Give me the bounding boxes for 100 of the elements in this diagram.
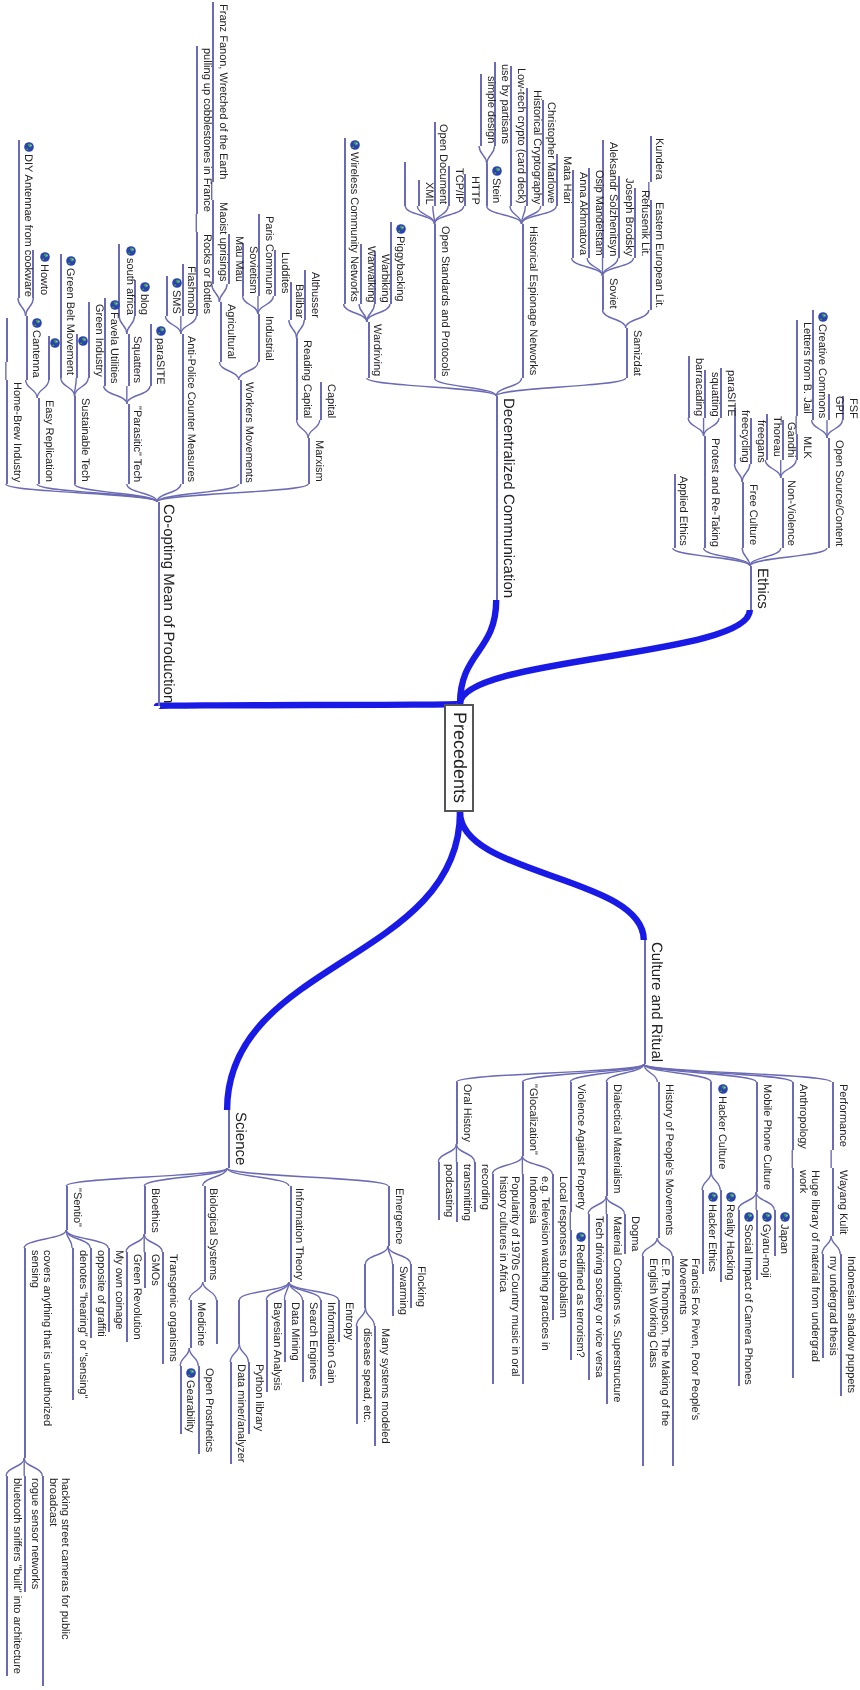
topic-node — [552, 1174, 569, 1320]
branch-line — [23, 1229, 67, 1249]
branch-line — [238, 1343, 250, 1363]
branch-line — [295, 319, 305, 339]
branch-line — [432, 205, 436, 225]
topic-node — [796, 434, 813, 461]
branch-line — [366, 377, 497, 397]
topic-node — [359, 244, 376, 305]
branch-line — [672, 547, 751, 567]
branch-line — [749, 547, 782, 567]
topic-node — [556, 154, 573, 206]
branch-line — [643, 1063, 658, 1083]
topic-node — [219, 302, 236, 362]
branch-line — [821, 1235, 832, 1255]
topic-node — [179, 1366, 197, 1435]
branch-line — [741, 463, 751, 483]
branch-line — [520, 205, 542, 225]
topic-node — [108, 1248, 125, 1332]
branch-line — [791, 1149, 793, 1169]
branch-line — [521, 1063, 645, 1083]
topic-node — [338, 1300, 355, 1342]
topic-node — [242, 244, 259, 296]
main-branch-line — [456, 599, 500, 705]
topic-line — [75, 334, 89, 378]
branch-line — [795, 415, 797, 435]
branch-line — [491, 1155, 524, 1175]
topic-node — [72, 1248, 89, 1401]
topic-node — [641, 1256, 671, 1466]
topic-node — [791, 1168, 821, 1378]
branch-line — [226, 1167, 389, 1187]
topic-node — [284, 1300, 301, 1363]
branch-line — [65, 1229, 91, 1249]
topic-node — [701, 1190, 719, 1274]
topic-node — [671, 1256, 701, 1466]
branch-line — [624, 309, 650, 329]
branch-line — [830, 1149, 832, 1169]
branch-line — [126, 483, 158, 503]
topic-node — [356, 1326, 373, 1425]
branch-line — [486, 145, 496, 165]
topic-node — [74, 396, 91, 484]
topic-node — [273, 250, 290, 296]
topic-node — [103, 298, 120, 386]
branch-line — [164, 315, 182, 335]
topic-node — [494, 62, 511, 147]
topic-node — [765, 414, 782, 459]
topic-node — [719, 368, 736, 419]
topic-node — [734, 408, 751, 465]
topic-node — [588, 1214, 605, 1380]
branch-line — [755, 1191, 757, 1211]
branch-line — [257, 295, 259, 315]
branch-line — [238, 361, 259, 381]
branch-line — [733, 463, 743, 483]
topic-node — [438, 1162, 455, 1220]
branch-line — [521, 1155, 553, 1175]
topic-node — [149, 324, 166, 387]
branch-line — [643, 1063, 832, 1083]
branch-line — [569, 1211, 571, 1231]
branch-line — [826, 419, 844, 439]
branch-line — [520, 205, 527, 225]
branch-line — [355, 1307, 367, 1327]
branch-line — [587, 1195, 608, 1215]
branch-line — [764, 459, 782, 479]
central-topic-box — [445, 704, 475, 812]
topic-node — [417, 180, 434, 207]
topic-node — [258, 314, 274, 363]
topic-node — [6, 1476, 23, 1676]
branch-line — [23, 1457, 43, 1477]
topic-node — [606, 1214, 623, 1405]
main-branch-line — [223, 811, 464, 1111]
branch-line — [188, 1281, 204, 1301]
branch-line — [737, 1191, 757, 1211]
branch-line — [218, 283, 228, 303]
branch-line — [387, 1245, 412, 1265]
topic-node — [189, 1300, 206, 1349]
main-branch-line — [457, 608, 753, 706]
topic-node — [602, 276, 619, 311]
branch-line — [601, 257, 635, 277]
branch-line — [433, 205, 449, 225]
topic-node — [710, 1082, 728, 1172]
topic-node — [525, 88, 542, 207]
branch-line — [780, 459, 797, 479]
topic-node — [37, 398, 54, 484]
branch-line — [702, 417, 705, 437]
branch-line — [486, 205, 523, 225]
topic-node — [521, 224, 538, 378]
topic-node — [624, 1214, 641, 1254]
topic-node — [831, 1168, 848, 1237]
topic-node — [410, 1264, 427, 1309]
branch-line — [73, 483, 158, 503]
branch-line — [238, 1281, 290, 1301]
topic-node — [602, 140, 619, 259]
branch-line — [126, 385, 128, 405]
topic-node — [827, 438, 844, 549]
branch-line — [830, 1235, 841, 1255]
branch-line — [73, 377, 77, 397]
topic-node — [165, 276, 182, 316]
branch-line — [643, 1063, 757, 1083]
branch-line — [648, 181, 650, 201]
topic-node — [320, 1300, 337, 1386]
branch-line — [288, 1281, 322, 1301]
